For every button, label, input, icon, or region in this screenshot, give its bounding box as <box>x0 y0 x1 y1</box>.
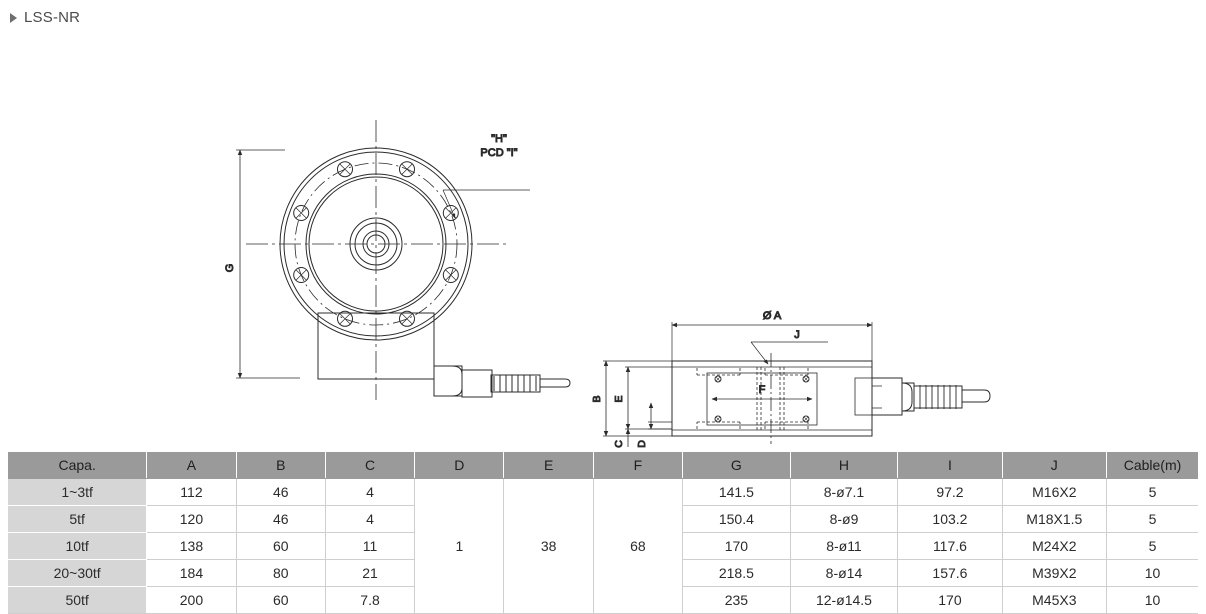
col-header-d: D <box>414 452 505 479</box>
dim-label-G: G <box>224 264 236 273</box>
cell-c: 7.8 <box>325 586 416 614</box>
col-header-i: I <box>897 452 1003 479</box>
bolt-holes <box>293 161 459 327</box>
cell-h: 8-ø9 <box>790 505 899 533</box>
dim-label-D: D <box>636 440 648 448</box>
cell-a: 112 <box>146 478 237 506</box>
cell-cable: 5 <box>1106 478 1198 506</box>
dimension-G: G <box>224 149 300 379</box>
triangle-right-icon <box>10 12 17 23</box>
cell-j: M24X2 <box>1002 532 1107 560</box>
cell-j: M39X2 <box>1002 559 1107 587</box>
cell-i: 103.2 <box>897 505 1003 533</box>
dimension-A: Ø A <box>671 310 873 361</box>
cell-i: 117.6 <box>897 532 1003 560</box>
cell-j: M45X3 <box>1002 586 1107 614</box>
cell-h: 8-ø7.1 <box>790 478 899 506</box>
cell-cable: 10 <box>1106 586 1198 614</box>
cell-cable: 10 <box>1106 559 1198 587</box>
cell-a: 200 <box>146 586 237 614</box>
table-row: 10tf 138 60 11 170 8-ø11 117.6 M24X2 5 <box>8 532 1198 560</box>
dim-label-C: C <box>613 440 625 448</box>
col-header-j: J <box>1002 452 1107 479</box>
dimension-F: F <box>711 384 813 402</box>
cell-f-merged: 68 <box>593 478 684 614</box>
dimension-C: C <box>613 428 631 448</box>
cell-cable: 5 <box>1106 505 1198 533</box>
col-header-cable: Cable(m) <box>1106 452 1198 479</box>
callout-label-PCD-I: PCD "I" <box>480 147 517 159</box>
dimension-D: D <box>636 402 672 448</box>
callout-H-PCD-I: "H" PCD "I" <box>442 133 530 219</box>
spec-table: Capa. A B C D E F G H I J Cable(m) 1~3tf… <box>8 452 1198 614</box>
technical-drawing-svg: G "H" PCD "I" <box>224 120 991 448</box>
cell-b: 80 <box>236 559 326 587</box>
cell-a: 184 <box>146 559 237 587</box>
side-view-group: Ø A J F B E C <box>591 310 991 448</box>
cell-capa: 20~30tf <box>8 559 148 587</box>
col-header-f: F <box>593 452 684 479</box>
callout-label-H: "H" <box>491 133 507 145</box>
col-header-e: E <box>503 452 594 479</box>
col-header-h: H <box>790 452 899 479</box>
drawing-area: G "H" PCD "I" <box>0 48 1206 448</box>
cell-c: 4 <box>325 505 416 533</box>
dimension-B: B <box>591 360 672 437</box>
table-row: 5tf 120 46 4 150.4 8-ø9 103.2 M18X1.5 5 <box>8 505 1198 533</box>
page-title: LSS-NR <box>24 9 81 26</box>
col-header-capa: Capa. <box>8 452 148 479</box>
table-row: 50tf 200 60 7.8 235 12-ø14.5 170 M45X3 1… <box>8 586 1198 614</box>
dimension-J: J <box>750 329 828 365</box>
col-header-b: B <box>236 452 326 479</box>
cell-g: 150.4 <box>682 505 791 533</box>
cell-h: 8-ø11 <box>790 532 899 560</box>
spec-table-wrapper: Capa. A B C D E F G H I J Cable(m) 1~3tf… <box>8 452 1198 614</box>
cell-b: 60 <box>236 586 326 614</box>
cell-c: 11 <box>325 532 416 560</box>
cell-capa: 1~3tf <box>8 478 148 506</box>
dim-label-J: J <box>794 329 800 341</box>
cell-i: 170 <box>897 586 1003 614</box>
cell-capa: 5tf <box>8 505 148 533</box>
cell-d-merged: 1 <box>414 478 505 614</box>
front-view-group: G "H" PCD "I" <box>224 120 571 400</box>
cell-g: 235 <box>682 586 791 614</box>
page-header: LSS-NR <box>10 10 80 25</box>
cell-g: 218.5 <box>682 559 791 587</box>
cell-j: M16X2 <box>1002 478 1107 506</box>
section-bolt-marks <box>714 375 810 423</box>
cell-i: 157.6 <box>897 559 1003 587</box>
cell-cable: 5 <box>1106 532 1198 560</box>
cell-b: 46 <box>236 505 326 533</box>
cell-g: 141.5 <box>682 478 791 506</box>
dim-label-A: Ø A <box>763 310 782 322</box>
cell-b: 46 <box>236 478 326 506</box>
dimension-E: E <box>613 366 672 430</box>
col-header-c: C <box>325 452 416 479</box>
cell-e-merged: 38 <box>503 478 594 614</box>
cell-j: M18X1.5 <box>1002 505 1107 533</box>
table-row: 1~3tf 112 46 4 1 38 68 141.5 8-ø7.1 97.2… <box>8 478 1198 614</box>
cell-h: 12-ø14.5 <box>790 586 899 614</box>
dim-label-B: B <box>591 395 603 402</box>
cell-g: 170 <box>682 532 791 560</box>
cell-b: 60 <box>236 532 326 560</box>
cell-a: 120 <box>146 505 237 533</box>
cell-h: 8-ø14 <box>790 559 899 587</box>
dim-label-E: E <box>613 395 625 402</box>
cell-capa: 50tf <box>8 586 148 614</box>
cell-c: 21 <box>325 559 416 587</box>
cell-a: 138 <box>146 532 237 560</box>
col-header-g: G <box>682 452 791 479</box>
table-row: 20~30tf 184 80 21 218.5 8-ø14 157.6 M39X… <box>8 559 1198 587</box>
cell-capa: 10tf <box>8 532 148 560</box>
cell-c: 4 <box>325 478 416 506</box>
dim-label-F: F <box>759 384 766 396</box>
cell-i: 97.2 <box>897 478 1003 506</box>
col-header-a: A <box>146 452 237 479</box>
table-header-row: Capa. A B C D E F G H I J Cable(m) <box>8 452 1198 479</box>
